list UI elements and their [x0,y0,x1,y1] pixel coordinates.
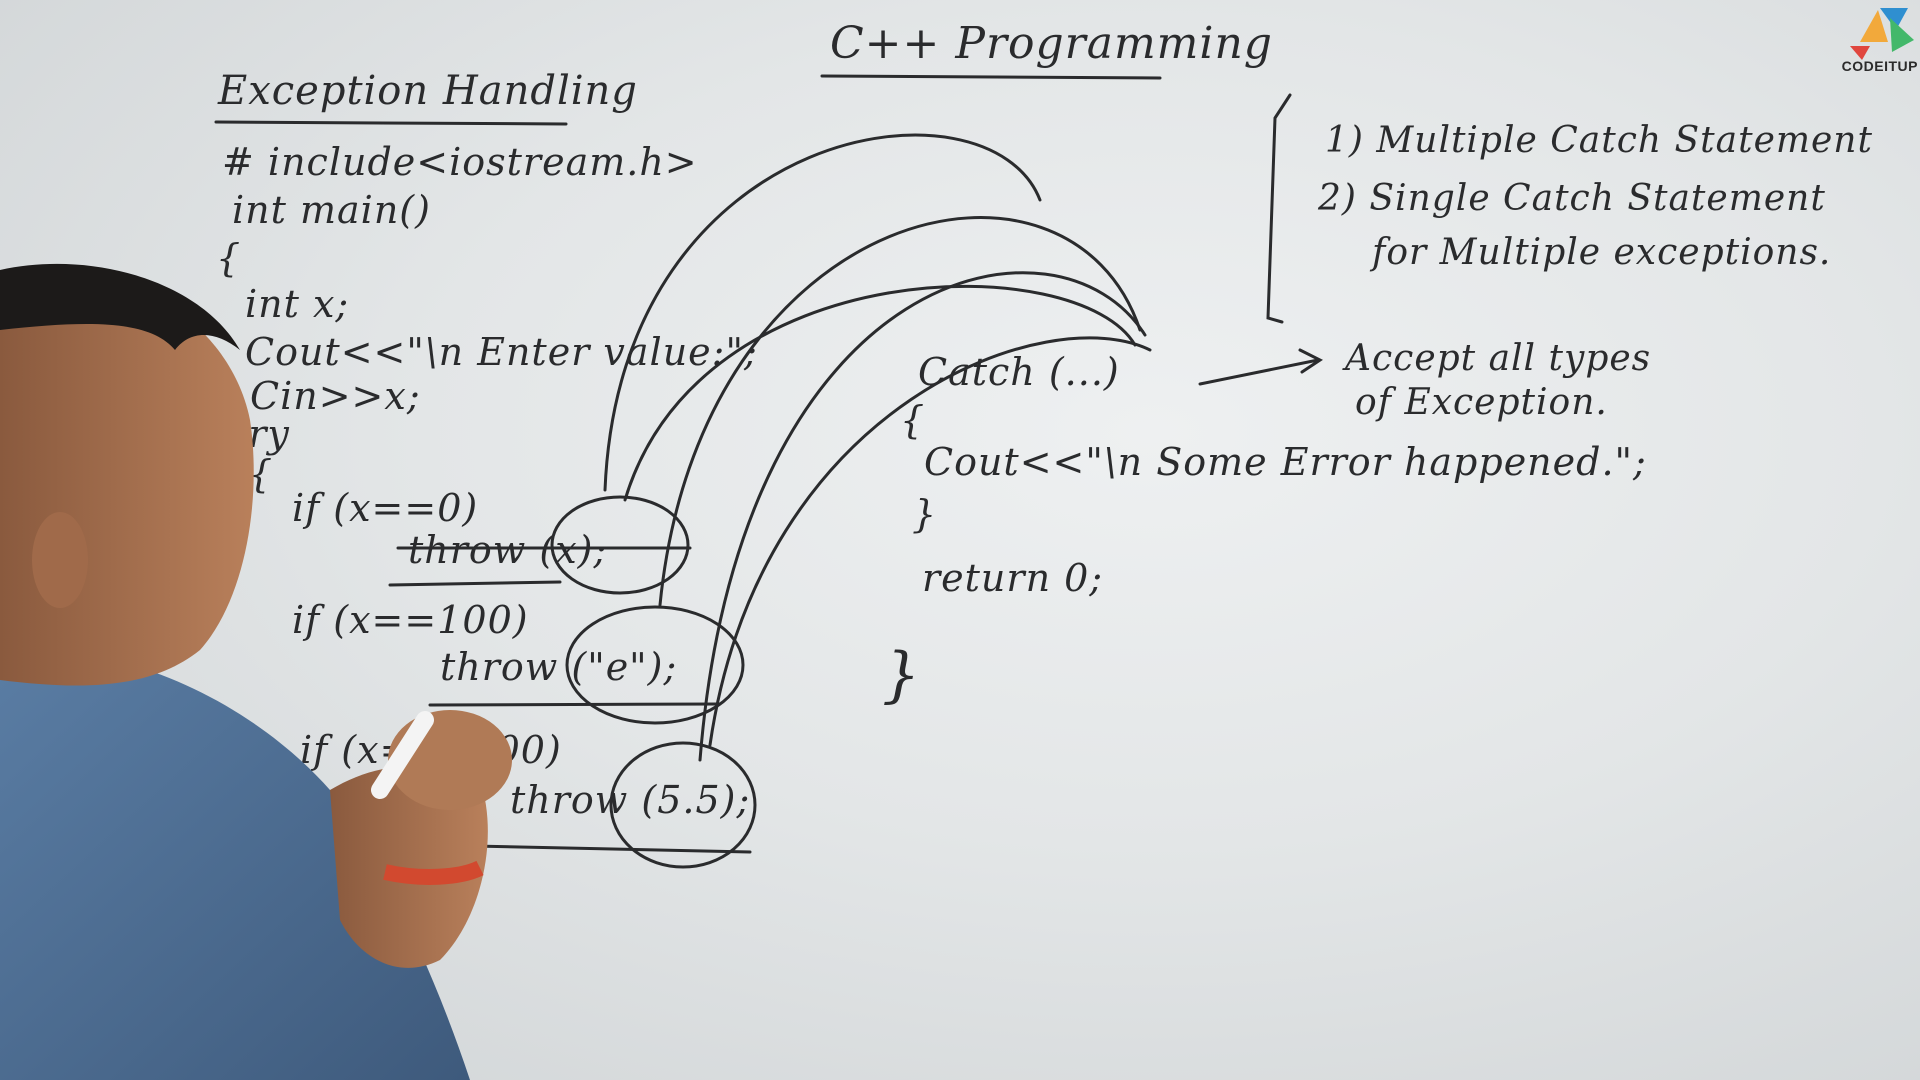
code-line: } [882,640,922,710]
board-subtitle: Exception Handling [218,68,638,114]
code-line: throw ("e"); [440,645,678,689]
arrow-note-line: Accept all types [1345,338,1652,379]
note-line: 1) Multiple Catch Statement [1325,120,1873,161]
code-line: # include<iostream.h> [222,140,698,184]
code-line: } [912,492,938,536]
code-line: { [216,236,242,280]
code-line: if (x==100) [292,598,529,642]
code-line: int x; [245,282,350,326]
code-line: if (x==0) [292,486,479,530]
codeitup-logo-icon [1850,8,1914,60]
note-line: 2) Single Catch Statement [1318,178,1826,219]
code-line: return 0; [922,556,1104,600]
code-line: int main() [232,188,431,232]
code-line: Catch (...) [918,350,1120,394]
code-line: throw (5.5); [510,778,751,822]
code-line: throw (x); [408,528,608,572]
arrow-note-line: of Exception. [1355,382,1608,423]
note-line: for Multiple exceptions. [1372,232,1832,273]
code-line: Cout<<"\n Enter value:"; [245,330,758,374]
board-title: C++ Programming [830,18,1273,69]
logo-text: CODEITUP [1841,58,1918,74]
code-line: Cout<<"\n Some Error happened."; [924,440,1647,484]
code-line: Cin>>x; [250,374,421,418]
